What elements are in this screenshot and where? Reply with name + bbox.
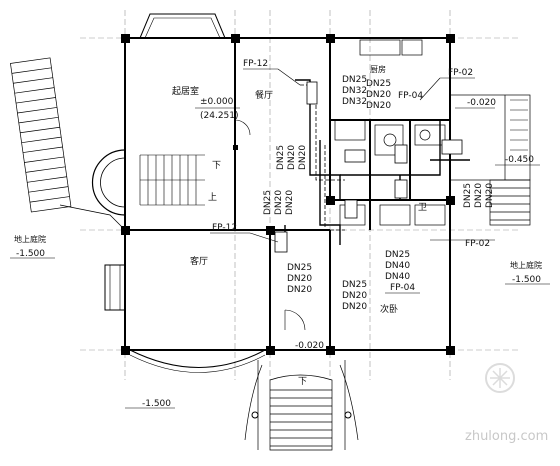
- pipe-size: DN20: [274, 190, 284, 215]
- pipe-size: DN25: [366, 79, 391, 89]
- pipe-size: DN20: [287, 285, 312, 295]
- yard-right-level: -1.500: [512, 275, 541, 285]
- columns: [121, 34, 455, 355]
- pipe-size: DN25: [287, 263, 312, 273]
- room-living: 起居室: [172, 85, 199, 97]
- pipe-group-bedroom-b: DN25 DN20 DN20: [342, 280, 367, 312]
- pipe-group-right-vertical: DN25 DN20 DN20: [463, 183, 495, 208]
- kitchen-fixtures: [334, 39, 446, 226]
- yard-left-name: 地上庭院: [14, 234, 46, 244]
- pipe-size: DN25: [342, 75, 367, 85]
- pipe-size: DN20: [285, 190, 295, 215]
- pipe-size: DN40: [385, 261, 410, 271]
- valve-boxes: [274, 81, 463, 253]
- doors: [234, 119, 306, 331]
- tag-fp04-top: FP-04: [398, 91, 423, 101]
- level-main-abs: (24.251): [200, 111, 239, 121]
- room-hall: 客厅: [190, 255, 208, 267]
- level-hall-step: -0.020: [295, 341, 324, 351]
- stair-up-1: 上: [208, 192, 217, 203]
- watermark-logo: [485, 363, 515, 393]
- left-outdoor-stair: [10, 57, 72, 213]
- pipe-size: DN25: [463, 183, 473, 208]
- wc-label: 卫: [418, 203, 427, 213]
- stair-down-2: 下: [298, 377, 307, 387]
- pipe-group-kitchen2: DN25 DN20 DN20: [366, 79, 391, 111]
- pipe-group-hall: DN25 DN20 DN20: [287, 263, 312, 295]
- interior-stair-treads: [139, 154, 205, 206]
- hall-window: [104, 264, 126, 311]
- yard-right-name: 地上庭院: [510, 260, 542, 270]
- axis-lines: [80, 10, 520, 380]
- tag-fp04-mid: FP-04: [390, 283, 415, 293]
- pipe-group-kitchen: DN25 DN32 DN32: [342, 75, 367, 107]
- watermark-text: zhulong.com: [465, 429, 548, 444]
- pipe-size: DN25: [276, 145, 286, 170]
- tag-fp12-top: FP-12: [243, 59, 268, 69]
- pipe-group-vertical-a: DN25 DN20 DN20: [276, 145, 308, 170]
- pipe-size: DN20: [474, 183, 484, 208]
- pipe-size: DN20: [287, 145, 297, 170]
- stair-down-1: 下: [212, 161, 221, 171]
- pipe-size: DN20: [366, 101, 391, 111]
- level-main: ±0.000: [200, 97, 234, 107]
- pipe-size: DN20: [342, 302, 367, 312]
- pipe-runs: [284, 79, 470, 245]
- bottom-bay: [129, 349, 266, 368]
- pipe-size: DN40: [385, 272, 410, 282]
- right-terrace-stair: [449, 94, 531, 226]
- room-bedroom: 次卧: [380, 303, 398, 315]
- pipe-size: DN20: [485, 183, 495, 208]
- level-bottom: -1.500: [142, 399, 171, 409]
- tag-fp02-right: FP-02: [465, 239, 490, 249]
- pipe-size: DN20: [342, 291, 367, 301]
- pipe-size: DN20: [366, 90, 391, 100]
- level-kitchen-step: -0.020: [467, 98, 496, 108]
- tag-fp12-mid: FP-12: [212, 223, 237, 233]
- bay-window-top: [139, 13, 226, 39]
- pipe-size: DN20: [287, 274, 312, 284]
- pipe-group-vertical-b: DN25 DN20 DN20: [263, 190, 295, 215]
- pipe-size: DN32: [342, 97, 367, 107]
- yard-left-level: -1.500: [16, 249, 45, 259]
- pipe-size: DN25: [342, 280, 367, 290]
- room-dining: 餐厅: [255, 89, 273, 101]
- entrance-stair: [244, 360, 359, 451]
- pipe-size: DN25: [263, 190, 273, 215]
- room-kitchen: 厨房: [370, 64, 386, 74]
- stair-tower: [91, 149, 126, 216]
- pipe-size: DN32: [342, 86, 367, 96]
- pipe-size: DN20: [298, 145, 308, 170]
- level-terrace: -0.450: [505, 155, 534, 165]
- tag-fp02-top: FP-02: [448, 68, 473, 78]
- terrace-hatch: [510, 99, 528, 151]
- pipe-group-bedroom-a: DN25 DN40 DN40: [385, 250, 410, 282]
- pipe-size: DN25: [385, 250, 410, 260]
